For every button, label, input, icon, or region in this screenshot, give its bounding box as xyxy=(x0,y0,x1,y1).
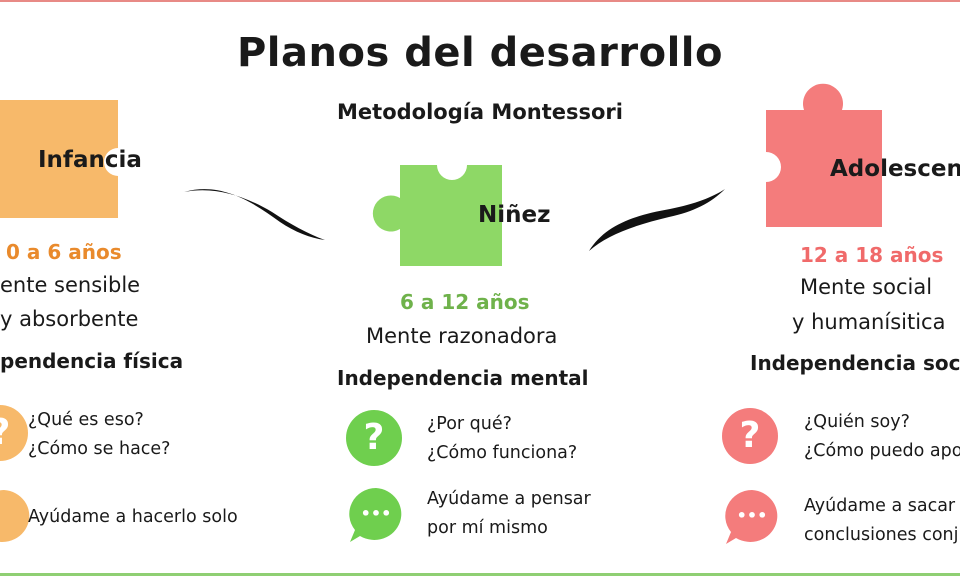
stage-questions-ninez: ¿Por qué? ¿Cómo funciona? xyxy=(427,414,578,463)
stage-independence-infancia: pendencia física xyxy=(0,349,184,373)
bottom-border xyxy=(0,573,960,576)
stage-mind-infancia-line1: ente sensible xyxy=(0,273,141,297)
connector-swoosh-right xyxy=(589,189,725,251)
connector-swoosh-left xyxy=(184,189,325,240)
stage-help-infancia: Ayúdame a hacerlo solo xyxy=(28,507,238,527)
stage-age-infancia: 0 a 6 años xyxy=(6,240,122,264)
stage-mind-infancia-line2: y absorbente xyxy=(0,307,139,331)
stage-mind-ninez: Mente razonadora xyxy=(366,324,558,348)
stage-help-ninez: Ayúdame a pensar por mí mismo xyxy=(427,489,591,538)
puzzle-piece-adolescencia xyxy=(766,83,882,227)
question-icon: ? xyxy=(346,410,402,466)
stage-age-ninez: 6 a 12 años xyxy=(400,290,530,314)
speech-bubble-icon: ••• xyxy=(349,488,402,542)
question-icon: ? xyxy=(722,408,778,464)
stage-questions-adolescencia: ¿Quién soy? ¿Cómo puedo apo xyxy=(804,412,960,461)
svg-text:•••: ••• xyxy=(737,506,768,525)
stage-mind-adolescencia-line2: y humanísitica xyxy=(792,310,946,334)
stage-help-adolescencia: Ayúdame a sacar conclusiones conj xyxy=(804,496,959,545)
puzzle-piece-ninez xyxy=(372,165,502,266)
stage-age-adolescencia: 12 a 18 años xyxy=(800,243,944,267)
svg-text:•••: ••• xyxy=(361,504,392,523)
page-subtitle: Metodología Montessori xyxy=(337,100,623,124)
stage-questions-infancia: ¿Qué es eso? ¿Cómo se hace? xyxy=(28,410,171,459)
stage-name-adolescencia: Adolescen xyxy=(830,156,960,182)
speech-bubble-icon xyxy=(0,490,30,542)
question-icon: ? xyxy=(0,405,28,461)
stage-name-infancia: Infancia xyxy=(38,147,142,173)
stage-independence-adolescencia: Independencia soc xyxy=(750,351,960,375)
stage-name-ninez: Niñez xyxy=(478,202,551,228)
puzzle-piece-infancia xyxy=(0,100,118,218)
top-border xyxy=(0,0,960,2)
stage-mind-adolescencia-line1: Mente social xyxy=(800,275,933,299)
page-title: Planos del desarrollo xyxy=(236,30,723,76)
speech-bubble-icon: ••• xyxy=(725,490,778,544)
stage-independence-ninez: Independencia mental xyxy=(337,366,589,390)
